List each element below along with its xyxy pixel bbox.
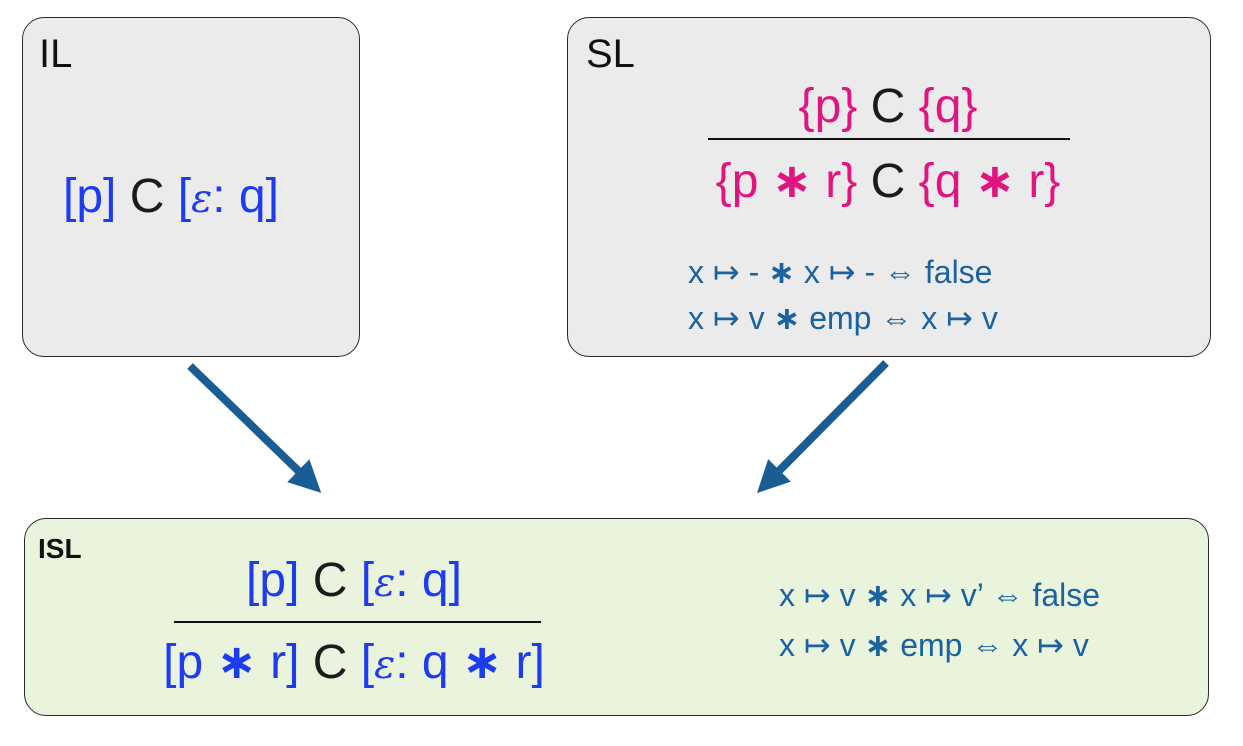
sl-box: SL {p} C {q} {p ∗ r} C {q ∗ r} x ↦ - ∗ x… <box>567 17 1211 357</box>
sl-frame-rule-premise: {p} C {q} <box>798 80 978 133</box>
il-label: IL <box>39 32 73 76</box>
il-triple: [p] C [ε: q] <box>63 170 279 223</box>
isl-box: ISL [p] C [ε: q] [p ∗ r] C [ε: q ∗ r] x … <box>24 518 1209 716</box>
sl-frame-rule-conclusion: {p ∗ r} C {q ∗ r} <box>715 155 1061 208</box>
isl-frame-rule-premise: [p] C [ε: q] <box>246 554 462 607</box>
sl-law-points-to-conflict: x ↦ - ∗ x ↦ - ⇔ false <box>688 254 993 290</box>
isl-label: ISL <box>38 533 82 564</box>
sl-law-emp-unit: x ↦ v ∗ emp ⇔ x ↦ v <box>688 300 998 336</box>
isl-law-emp-unit: x ↦ v ∗ emp ⇔ x ↦ v <box>779 627 1089 663</box>
il-box: IL [p] C [ε: q] <box>22 17 360 357</box>
arrow-sl-to-isl <box>756 360 889 494</box>
isl-inference-bar <box>174 621 541 623</box>
sl-inference-bar <box>708 138 1070 140</box>
isl-frame-rule-conclusion: [p ∗ r] C [ε: q ∗ r] <box>163 636 545 689</box>
isl-law-points-to-conflict: x ↦ v ∗ x ↦ v’ ⇔ false <box>779 577 1101 613</box>
sl-label: SL <box>586 32 635 76</box>
arrow-il-to-isl <box>187 363 322 493</box>
